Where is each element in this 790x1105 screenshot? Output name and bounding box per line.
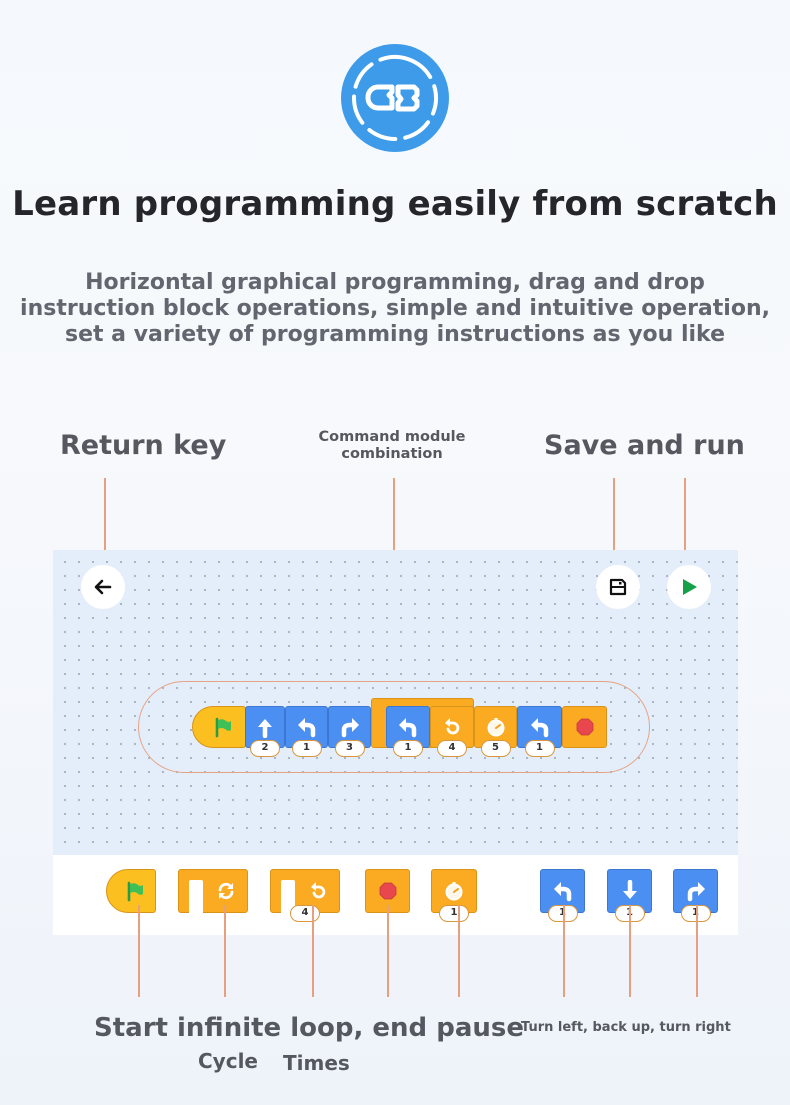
save-button[interactable]: [596, 565, 640, 609]
callout-start-loop-end-pause: Start infinite loop, end pause: [94, 1013, 524, 1043]
callout-line-loop: [224, 905, 226, 997]
subtitle-line: Horizontal graphical programming, drag a…: [85, 270, 705, 295]
coding-block-icon: [341, 44, 449, 152]
subtitle-line: set a variety of programming instruction…: [64, 322, 726, 347]
block-value-badge[interactable]: 2: [250, 740, 280, 757]
play-icon: [683, 579, 697, 595]
subtitle-line: instruction block operations, simple and…: [20, 296, 770, 321]
block-value-badge[interactable]: 1: [439, 905, 469, 922]
app-logo: [340, 43, 450, 153]
turn-right-icon: [687, 882, 705, 902]
turn-left-icon: [530, 718, 548, 738]
arrow-left-icon: [94, 579, 112, 595]
callout-command-module: Command module combination: [300, 429, 484, 463]
callout-line-start: [138, 905, 140, 997]
callout-line: combination: [341, 446, 443, 462]
callout-line-back-up: [629, 905, 631, 997]
block-value-badge[interactable]: 4: [437, 740, 467, 757]
page-subtitle: Horizontal graphical programming, drag a…: [10, 270, 780, 348]
block-value-badge[interactable]: 1: [524, 740, 555, 757]
block-infinite-loop[interactable]: [178, 869, 248, 914]
block-value-badge[interactable]: 1: [393, 740, 423, 757]
block-repeat[interactable]: [270, 869, 340, 914]
loop-slot: [189, 880, 203, 914]
block-value-badge[interactable]: 4: [290, 905, 320, 922]
flag-icon: [215, 717, 231, 738]
callout-line-repeat: [312, 905, 314, 997]
run-button[interactable]: [667, 565, 711, 609]
turn-left-icon: [553, 882, 571, 902]
flag-icon: [127, 881, 143, 902]
block-value-badge[interactable]: 1: [680, 905, 711, 922]
command-combination-outline: [138, 681, 650, 773]
block-turn-right[interactable]: [328, 706, 371, 748]
turn-right-icon: [341, 718, 359, 738]
block-value-badge[interactable]: 5: [480, 740, 511, 757]
stop-icon: [576, 718, 593, 736]
page-title: Learn programming easily from scratch: [12, 184, 778, 224]
callout-line-turn-left: [563, 905, 565, 997]
callout-line-end: [387, 905, 389, 997]
timer-icon: [487, 718, 504, 737]
block-start[interactable]: [192, 706, 246, 748]
block-value-badge[interactable]: 1: [547, 905, 578, 922]
callout-cycle: Cycle: [198, 1049, 258, 1073]
callout-save-and-run: Save and run: [544, 430, 745, 461]
repeat-icon: [445, 718, 460, 735]
timer-icon: [445, 882, 463, 901]
repeat-icon: [311, 882, 326, 899]
block-end[interactable]: [562, 706, 607, 748]
stop-icon: [379, 882, 396, 900]
block-start[interactable]: [106, 869, 156, 913]
callout-times: Times: [283, 1051, 350, 1075]
save-icon: [609, 578, 627, 596]
callout-line-save: [613, 478, 615, 570]
callout-return-key: Return key: [60, 430, 227, 461]
callout-line-pause: [458, 905, 460, 997]
loop-icon: [218, 882, 234, 900]
arrow-down-icon: [622, 880, 637, 899]
callout-line-run: [684, 478, 686, 570]
callout-line: Command module: [318, 429, 466, 445]
turn-left-icon: [297, 718, 315, 738]
loop-slot: [281, 880, 295, 914]
block-value-badge[interactable]: 1: [291, 740, 322, 757]
callout-turn-back-turn: Turn left, back up, turn right: [521, 1020, 731, 1035]
back-button[interactable]: [81, 565, 125, 609]
turn-left-icon: [399, 718, 417, 738]
arrow-up-icon: [258, 719, 272, 738]
callout-line-turn-right: [696, 905, 698, 997]
block-value-badge[interactable]: 3: [334, 740, 365, 757]
callout-line-return: [104, 478, 106, 570]
